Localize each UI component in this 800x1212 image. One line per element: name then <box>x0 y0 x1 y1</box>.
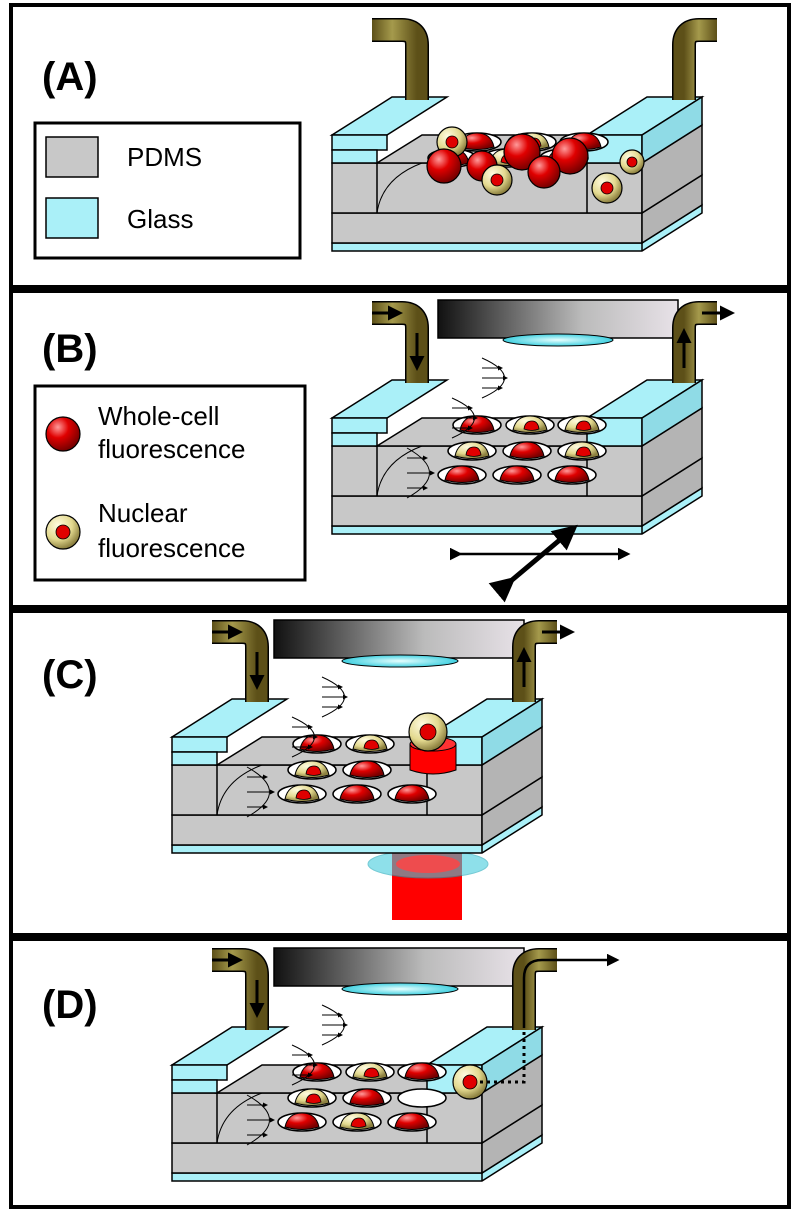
panel-b-label: (B) <box>42 327 98 371</box>
panel-c-label: (C) <box>42 653 98 697</box>
legend-a: PDMS Glass <box>33 121 302 260</box>
panel-d-label: (D) <box>42 983 98 1027</box>
stage-movement-arrows <box>450 524 631 603</box>
nuclear-text-1: Nuclear <box>98 498 188 528</box>
pdms-legend-text: PDMS <box>127 142 202 172</box>
panel-a-label: (A) <box>42 55 98 99</box>
pdms-swatch <box>45 136 99 178</box>
nuclear-text-2: fluorescence <box>98 533 245 563</box>
glass-legend-text: Glass <box>127 204 193 234</box>
device-c <box>171 620 575 854</box>
objective-d <box>273 947 525 996</box>
objective-b <box>437 299 679 347</box>
laser-beam <box>367 848 489 920</box>
glass-swatch <box>45 197 99 239</box>
whole-cell-icon <box>45 416 81 452</box>
device-d <box>171 948 620 1182</box>
whole-cell-text-1: Whole-cell <box>98 401 219 431</box>
objective-c <box>273 619 525 668</box>
device-a <box>331 18 717 252</box>
whole-cell-text-2: fluorescence <box>98 434 245 464</box>
legend-b: Whole-cell fluorescence Nuclear fluoresc… <box>33 384 307 582</box>
device-b <box>331 301 735 535</box>
